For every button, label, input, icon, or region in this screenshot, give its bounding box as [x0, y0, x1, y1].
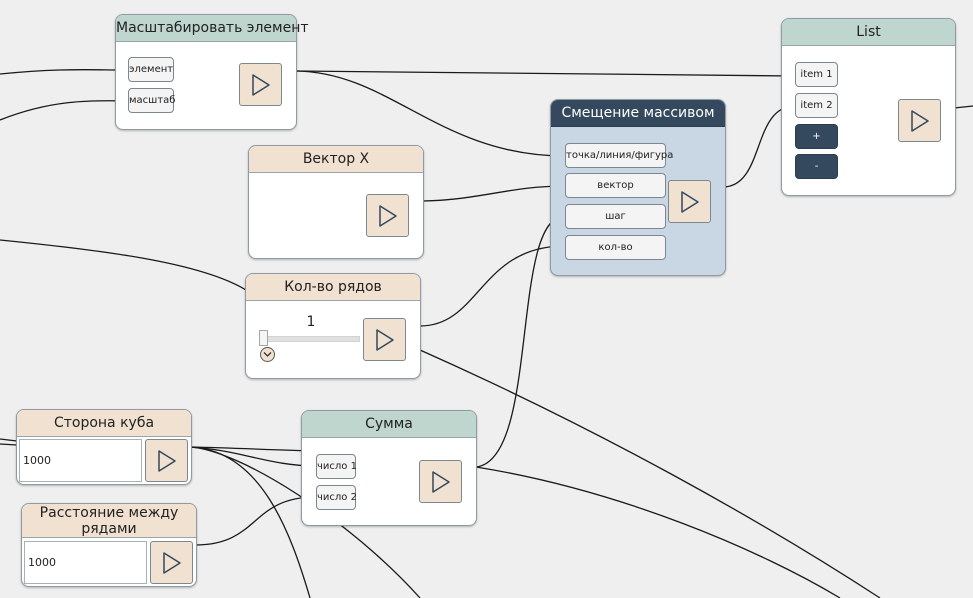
sum-node[interactable]: Сумма число 1 число 2 [301, 410, 477, 526]
input-port-element[interactable]: элемент [128, 57, 174, 82]
input-port-vector[interactable]: вектор [565, 173, 666, 198]
input-port-scale[interactable]: масштаб [128, 88, 175, 113]
chevron-down-icon [263, 352, 272, 357]
cube-side-node[interactable]: Сторона куба 1000 [16, 409, 192, 485]
input-port-count[interactable]: кол-во [565, 235, 666, 260]
input-port-number-1[interactable]: число 1 [316, 454, 357, 479]
run-button[interactable] [363, 318, 406, 361]
wire-sum-output-long [475, 466, 841, 598]
list-node[interactable]: List item 1 item 2 + - [781, 18, 956, 196]
wire-cube-to-sum-1 [189, 446, 317, 452]
wire-left-to-rows [0, 239, 247, 291]
node-title: Сумма [302, 411, 476, 438]
wire-distance-to-sum [194, 496, 317, 546]
array-shift-node[interactable]: Смещение массивом точка/линия/фигура век… [550, 99, 726, 276]
run-button[interactable] [150, 541, 193, 584]
run-button[interactable] [145, 439, 188, 482]
node-title: List [782, 19, 955, 46]
list-item-1[interactable]: item 1 [795, 62, 838, 87]
wire-list-output [953, 105, 973, 109]
run-button[interactable] [239, 63, 282, 106]
rows-count-node[interactable]: Кол-во рядов 1 [245, 273, 421, 379]
add-item-button[interactable]: + [795, 124, 838, 149]
play-icon [680, 190, 699, 213]
wire-left-to-scale-factor [0, 100, 129, 121]
slider-track[interactable] [260, 336, 360, 342]
node-title: Вектор X [249, 146, 423, 173]
wire-vectorx-to-shift-vector [422, 185, 566, 202]
vector-x-node[interactable]: Вектор X [248, 145, 424, 259]
play-icon [431, 470, 450, 493]
play-icon [157, 449, 176, 472]
input-port-point-line-shape[interactable]: точка/линия/фигура [565, 143, 673, 168]
wire-rows-output-long [419, 349, 881, 598]
input-port-step[interactable]: шаг [565, 204, 666, 229]
wire-scale-to-shift-point [295, 70, 566, 157]
run-button[interactable] [898, 99, 941, 142]
wire-scale-to-list [295, 70, 796, 77]
node-title: Масштабировать элемент [116, 15, 309, 42]
wire-cube-down-1 [189, 446, 311, 598]
wire-left-to-scale-element [0, 69, 129, 75]
wire-cube-to-sum-2 [189, 446, 317, 467]
input-port-number-2[interactable]: число 2 [316, 485, 357, 510]
slider-toggle-button[interactable] [260, 347, 275, 362]
node-title: Смещение массивом [551, 100, 725, 127]
cube-side-input[interactable]: 1000 [19, 439, 142, 482]
node-title: Кол-во рядов [246, 274, 420, 301]
slider-handle[interactable] [259, 330, 268, 346]
slider-value: 1 [306, 314, 316, 330]
wire-rows-to-shift-count [419, 245, 566, 327]
play-icon [162, 551, 181, 574]
wire-left-to-cube-1 [0, 438, 18, 442]
play-icon [910, 109, 929, 132]
node-title: Сторона куба [17, 410, 191, 437]
play-icon [251, 73, 270, 96]
wire-left-to-cube-2 [0, 443, 18, 446]
run-button[interactable] [419, 460, 462, 503]
remove-item-button[interactable]: - [795, 154, 838, 179]
list-item-2[interactable]: item 2 [795, 93, 838, 118]
row-distance-input[interactable]: 1000 [24, 541, 147, 584]
play-icon [375, 328, 394, 351]
run-button[interactable] [366, 194, 409, 237]
row-distance-node[interactable]: Расстояние между рядами 1000 [21, 503, 197, 587]
scale-element-node[interactable]: Масштабировать элемент элемент масштаб [115, 14, 309, 130]
node-title: Расстояние между рядами [22, 504, 196, 538]
run-button[interactable] [668, 180, 711, 223]
play-icon [378, 204, 397, 227]
